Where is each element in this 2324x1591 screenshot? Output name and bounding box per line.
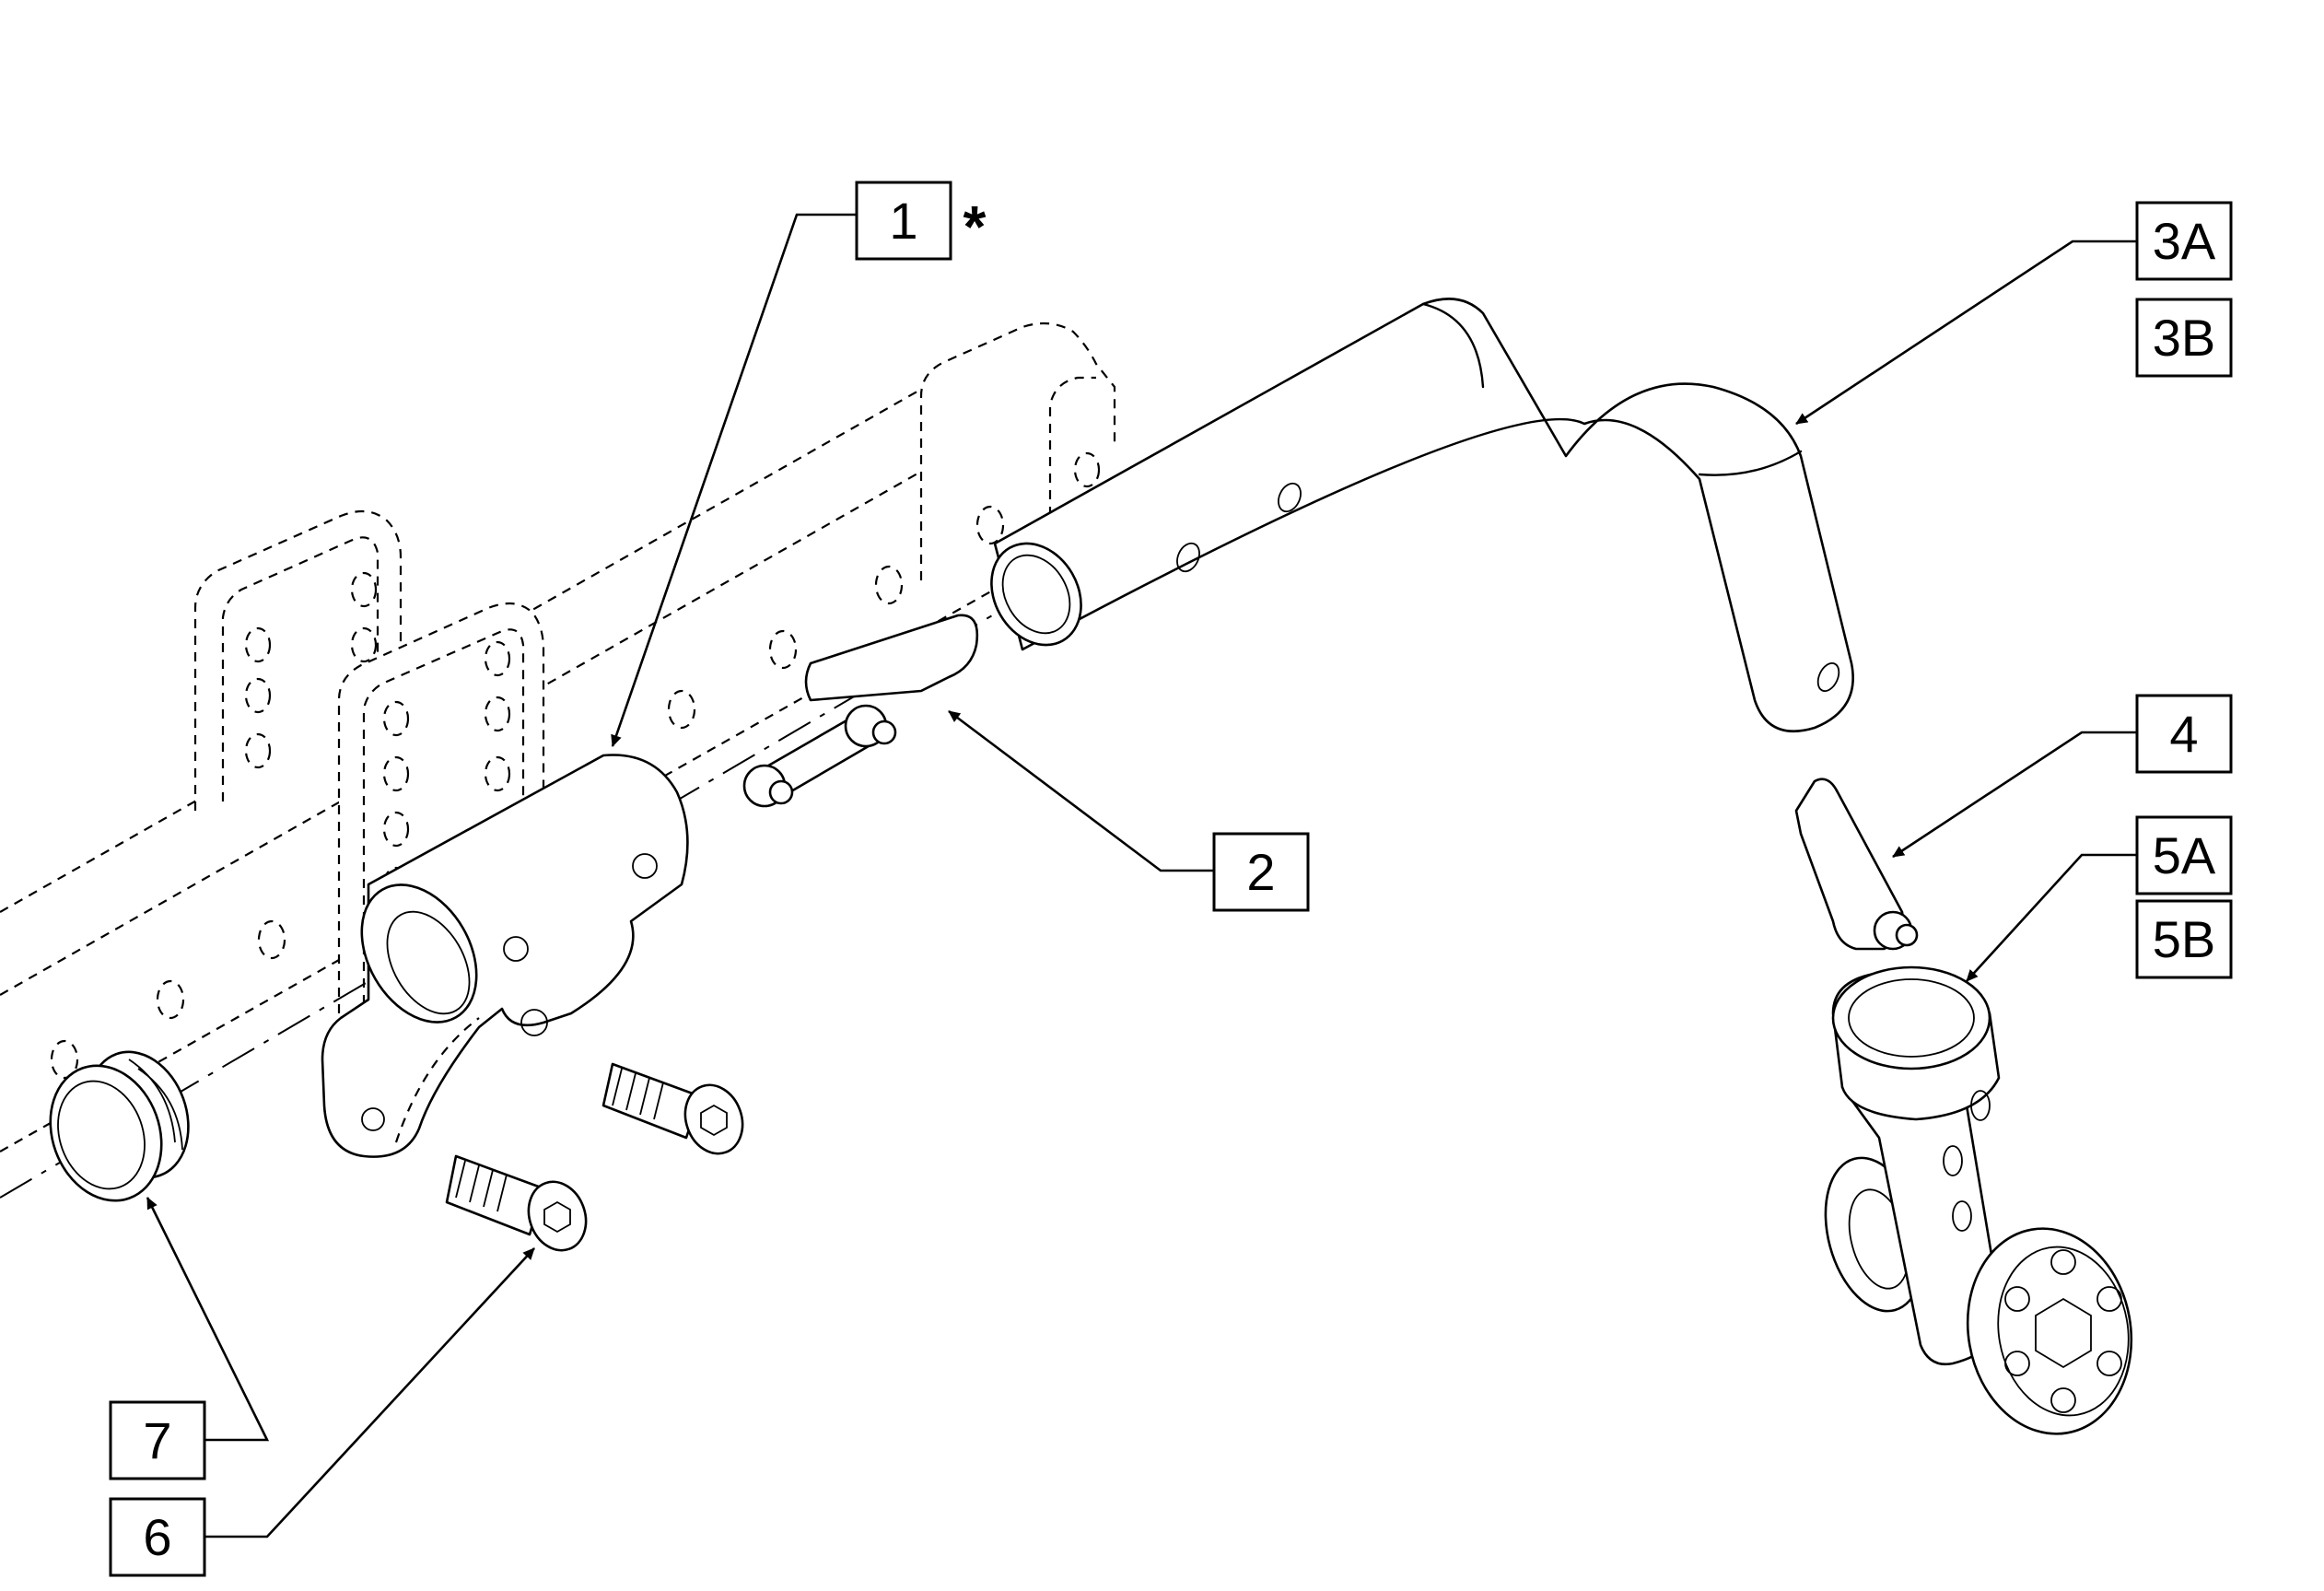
callout-4-label: 4: [2169, 705, 2198, 763]
callout-5A-label: 5A: [2153, 826, 2216, 884]
callout-6: 6: [109, 1497, 206, 1577]
callout-3B: 3B: [2135, 298, 2233, 378]
callout-2-label: 2: [1246, 843, 1275, 901]
callout-3A-label: 3A: [2153, 212, 2216, 270]
callout-1-label: 1: [889, 192, 917, 250]
phantom-frame: [0, 322, 1116, 1152]
end-cap-plug: [49, 1050, 190, 1202]
leader-lines: [146, 213, 2137, 1538]
socket-head-screws: [445, 1062, 744, 1252]
clamp-bracket: [321, 754, 689, 1158]
clip-pin: [1794, 778, 1919, 951]
note-asterisk: *: [963, 193, 987, 260]
callout-5B: 5B: [2135, 899, 2233, 979]
callout-2: 2: [1212, 832, 1310, 912]
callout-7: 7: [109, 1400, 206, 1480]
callout-1: 1: [855, 181, 952, 261]
detent-pin: [742, 614, 979, 808]
callout-4: 4: [2135, 694, 2233, 774]
callout-5B-label: 5B: [2153, 910, 2216, 968]
callout-6-label: 6: [143, 1508, 171, 1566]
hanger-tube: [990, 298, 1854, 732]
anti-tip-wheel-assembly: [1824, 965, 2133, 1435]
callout-5A: 5A: [2135, 815, 2233, 895]
callout-3A: 3A: [2135, 201, 2233, 281]
callout-3B-label: 3B: [2153, 309, 2216, 367]
callout-7-label: 7: [143, 1411, 171, 1469]
